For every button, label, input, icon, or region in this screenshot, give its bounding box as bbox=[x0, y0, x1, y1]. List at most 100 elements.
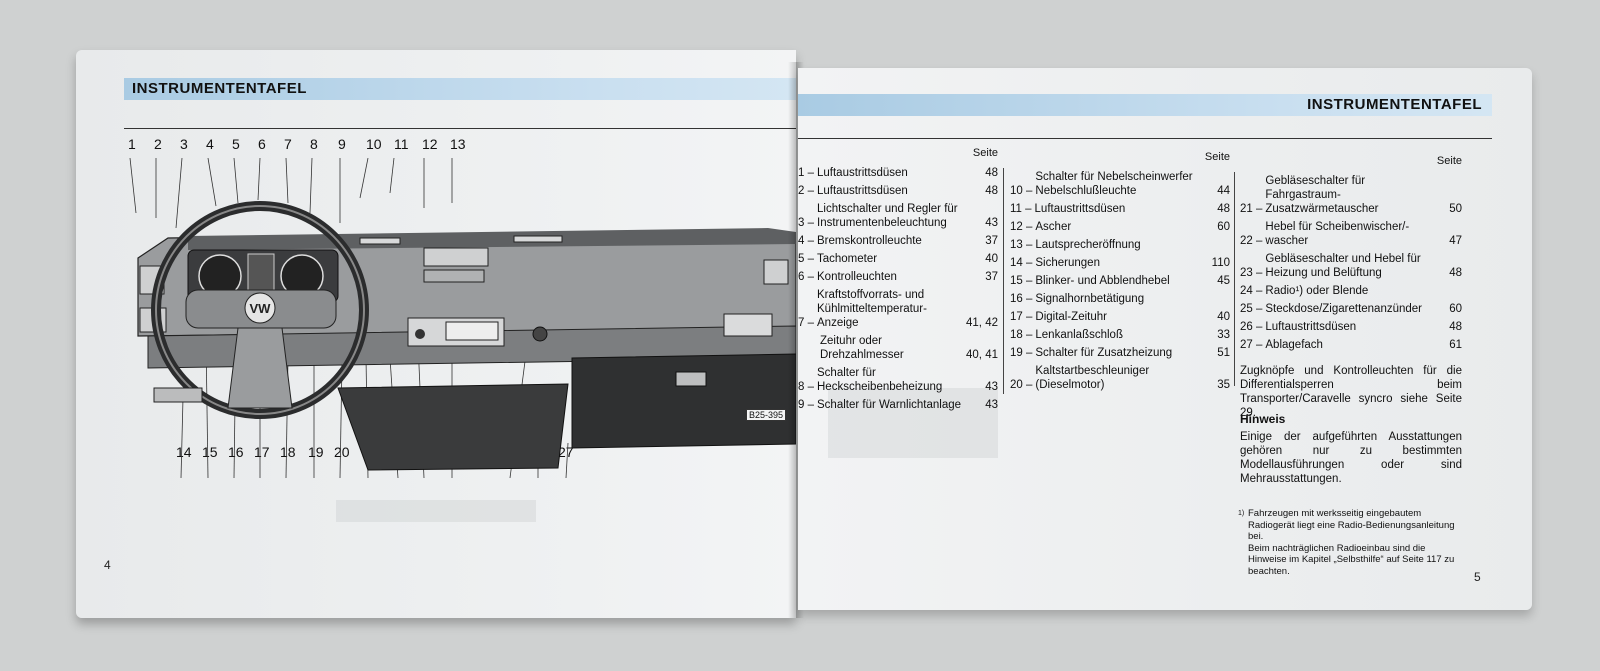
index-entry: 3 –Lichtschalter und Regler für Instrume… bbox=[798, 202, 998, 230]
entry-text: Digital-Zeituhr bbox=[1035, 311, 1107, 323]
show-through bbox=[828, 388, 998, 458]
entry-page: 51 bbox=[1217, 347, 1230, 359]
callout-number: 2 bbox=[154, 136, 162, 152]
right-page-number: 5 bbox=[1474, 570, 1481, 584]
entry-text: Hebel für Scheibenwischer/-wascher bbox=[1265, 221, 1410, 247]
entry-text: Signalhornbetätigung bbox=[1035, 293, 1145, 305]
entry-number: 18 – bbox=[1010, 329, 1033, 341]
right-page: INSTRUMENTENTAFEL Seite 1 –Luftaustritts… bbox=[798, 68, 1532, 610]
lower-tray bbox=[337, 383, 569, 471]
hinweis-text: Einige der aufgeführten Ausstattungen ge… bbox=[1240, 431, 1462, 485]
entry-number: 27 – bbox=[1240, 339, 1263, 351]
entry-text: Luftaustrittsdüsen bbox=[1265, 321, 1357, 333]
entry-page: 110 bbox=[1211, 257, 1230, 269]
entry-number: 20 – bbox=[1010, 379, 1033, 391]
index-entry: Zeituhr oder Drehzahlmesser 40, 41 bbox=[798, 334, 998, 362]
callout-number: 3 bbox=[180, 136, 188, 152]
glovebox bbox=[571, 353, 796, 449]
entry-text: Schalter für Heckscheibenbeheizung bbox=[817, 367, 943, 393]
callout-number: 14 bbox=[176, 444, 192, 460]
show-through bbox=[336, 500, 536, 522]
entry-text: Schalter für Nebelscheinwerfer Nebelschl… bbox=[1035, 171, 1193, 197]
entry-text: Luftaustrittsdüsen bbox=[817, 167, 908, 179]
callout-number: 12 bbox=[422, 136, 438, 152]
entry-number: 23 – bbox=[1240, 267, 1263, 279]
entry-page: 43 bbox=[985, 217, 998, 229]
index-entry: 10 –Schalter für Nebelscheinwerfer Nebel… bbox=[1010, 170, 1230, 198]
callout-number: 18 bbox=[280, 444, 296, 460]
entry-page: 40, 41 bbox=[966, 349, 998, 361]
entry-text: Sicherungen bbox=[1035, 257, 1100, 269]
index-column-3: Seite 21 –Gebläseschalter für Fahrgastra… bbox=[1240, 154, 1462, 356]
callout-number: 4 bbox=[206, 136, 214, 152]
index-entry: 7 –Kraftstoffvorrats- und Kühlmitteltemp… bbox=[798, 288, 998, 330]
entry-number: 16 – bbox=[1010, 293, 1033, 305]
fusebox-cover bbox=[153, 387, 203, 403]
callout-number: 19 bbox=[308, 444, 324, 460]
entry-number: 6 – bbox=[798, 271, 814, 283]
callout-number: 5 bbox=[232, 136, 240, 152]
entry-number: 21 – bbox=[1240, 203, 1263, 215]
entry-number: 24 – bbox=[1240, 285, 1263, 297]
entry-number: 26 – bbox=[1240, 321, 1263, 333]
entry-text: Luftaustrittsdüsen bbox=[817, 185, 908, 197]
index-entry: 20 –Kaltstartbeschleuniger (Dieselmotor)… bbox=[1010, 364, 1230, 392]
entry-page: 48 bbox=[985, 167, 998, 179]
dashboard-illustration: VW bbox=[129, 158, 796, 478]
column-divider bbox=[1003, 168, 1004, 394]
entry-page: 40 bbox=[1217, 311, 1230, 323]
entry-number: 9 – bbox=[798, 399, 814, 411]
syncro-note: Zugknöpfe und Kontrolleuchten für die Di… bbox=[1240, 365, 1462, 419]
entry-text: Tachometer bbox=[817, 253, 878, 265]
seite-label: Seite bbox=[1436, 155, 1462, 167]
callout-number: 17 bbox=[254, 444, 270, 460]
entry-text: Blinker- und Abblendhebel bbox=[1035, 275, 1170, 287]
footnote-marker: 1) bbox=[1238, 510, 1245, 517]
entry-number: 13 – bbox=[1010, 239, 1033, 251]
entry-text: Bremskontrolleuchte bbox=[817, 235, 922, 247]
callout-number: 11 bbox=[394, 136, 409, 152]
entry-page: 60 bbox=[1449, 303, 1462, 315]
entry-text: Zeituhr oder Drehzahlmesser bbox=[820, 335, 904, 361]
entry-number: 17 – bbox=[1010, 311, 1033, 323]
entry-text: Ablagefach bbox=[1265, 339, 1323, 351]
callout-number: 20 bbox=[334, 444, 350, 460]
seite-label: Seite bbox=[972, 147, 998, 159]
index-entry: 13 –Lautsprecheröffnung bbox=[1010, 238, 1230, 252]
header-rule-right bbox=[798, 138, 1492, 139]
entry-number: 11 – bbox=[1010, 203, 1032, 215]
entry-text: Kraftstoffvorrats- und Kühlmitteltempera… bbox=[817, 289, 927, 329]
entry-number: 1 – bbox=[798, 167, 814, 179]
figure-code: B25-395 bbox=[746, 409, 787, 421]
entry-page: 40 bbox=[985, 253, 998, 265]
cigarette-lighter bbox=[532, 326, 548, 342]
entry-page: 44 bbox=[1217, 185, 1230, 197]
entry-page: 43 bbox=[985, 399, 998, 411]
index-entry: 21 –Gebläseschalter für Fahrgastraum-Zus… bbox=[1240, 174, 1462, 216]
entry-page: 47 bbox=[1449, 235, 1462, 247]
hinweis-title: Hinweis bbox=[1240, 412, 1286, 426]
entry-text: Lautsprecheröffnung bbox=[1035, 239, 1141, 251]
index-entry: 24 –Radio¹) oder Blende bbox=[1240, 284, 1462, 298]
callout-number: 27 bbox=[558, 444, 574, 460]
callout-number: 8 bbox=[310, 136, 318, 152]
entry-text: Schalter für Warnlichtanlage bbox=[817, 399, 962, 411]
entry-page: 48 bbox=[985, 185, 998, 197]
entry-number: 7 – bbox=[798, 317, 814, 329]
right-vent bbox=[723, 313, 773, 337]
header-rule bbox=[124, 128, 796, 129]
index-entry: 23 –Gebläseschalter und Hebel für Heizun… bbox=[1240, 252, 1462, 280]
entry-text: Steckdose/Zigarettenanzünder bbox=[1265, 303, 1423, 315]
footnote: 1) Fahrzeugen mit werksseitig eingebaute… bbox=[1238, 508, 1462, 577]
